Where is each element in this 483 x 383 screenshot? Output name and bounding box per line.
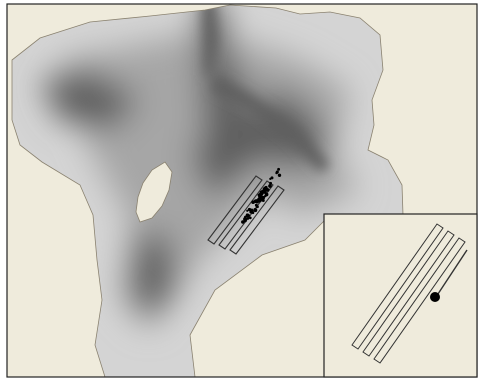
- sighting-point: [265, 193, 269, 197]
- sighting-point: [261, 190, 265, 194]
- sighting-point: [248, 214, 250, 216]
- sighting-point: [256, 205, 259, 208]
- sighting-point: [278, 174, 281, 177]
- sighting-point: [243, 217, 247, 221]
- inset-marker-icon: [430, 292, 440, 302]
- sighting-point: [250, 209, 254, 213]
- sighting-point: [253, 208, 257, 212]
- sighting-point: [269, 182, 272, 185]
- sighting-point: [247, 217, 250, 220]
- inset-map-background: [324, 214, 477, 377]
- sighting-point: [264, 188, 267, 191]
- sighting-point: [256, 199, 258, 201]
- sighting-point: [277, 168, 280, 171]
- sighting-point: [260, 200, 262, 202]
- sighting-point: [251, 200, 255, 204]
- sighting-point: [268, 184, 272, 188]
- sighting-point: [241, 220, 244, 223]
- sighting-point: [258, 195, 261, 198]
- inset-map-panel: [324, 214, 477, 377]
- sighting-point: [271, 176, 274, 179]
- sighting-point: [275, 172, 278, 175]
- sighting-point: [249, 217, 252, 220]
